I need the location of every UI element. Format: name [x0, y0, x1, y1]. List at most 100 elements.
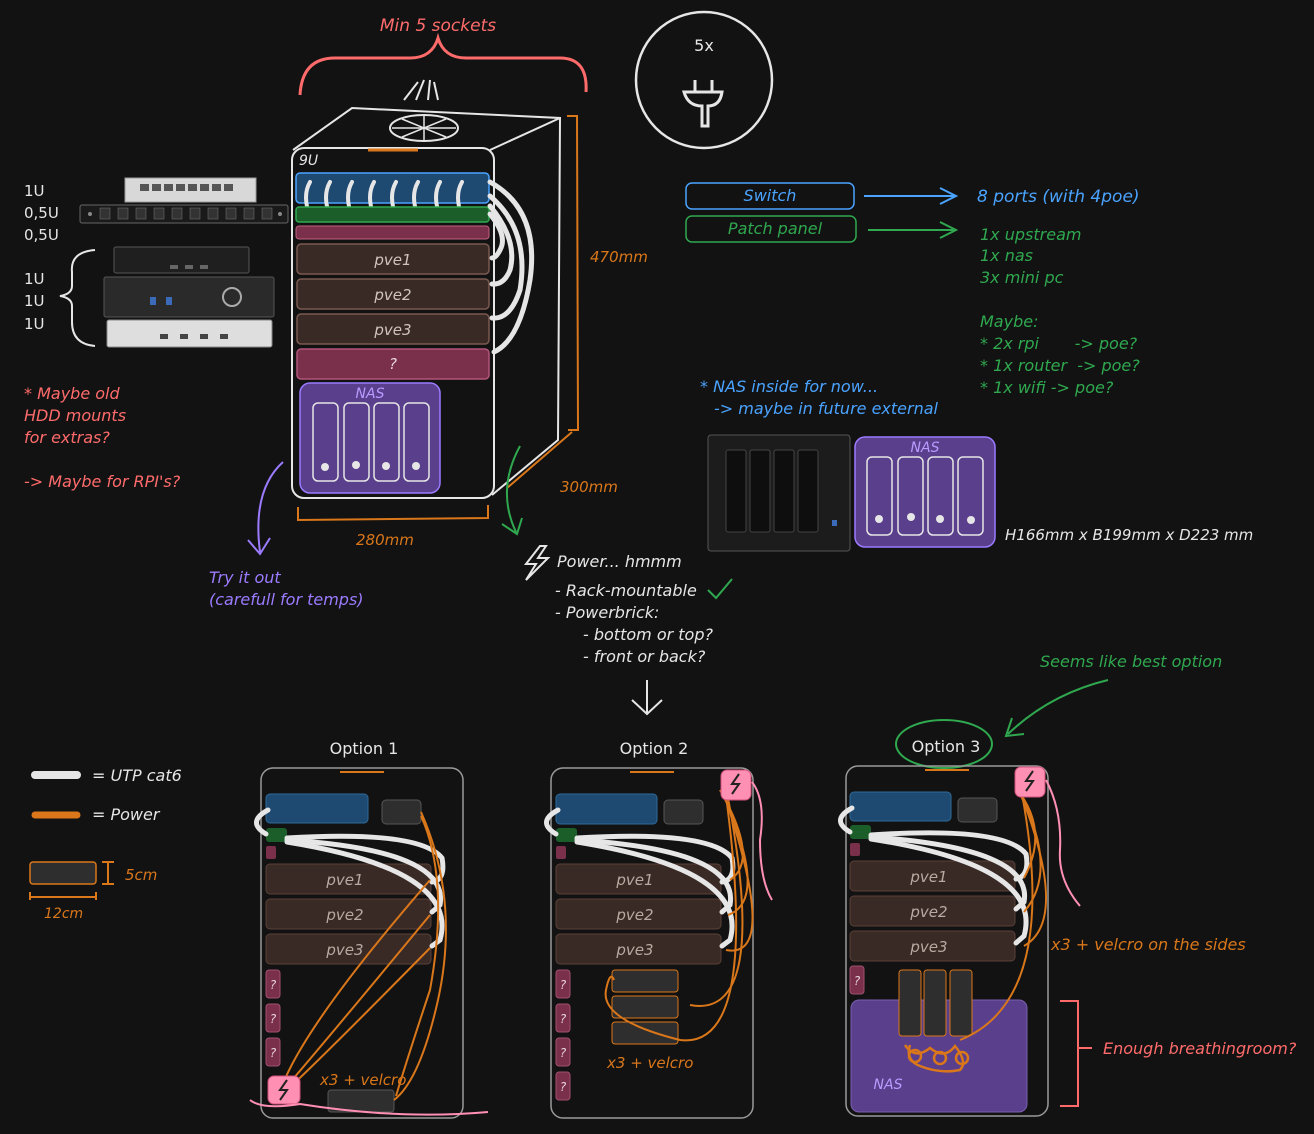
label-1u-pc2: 1U: [24, 292, 45, 310]
rack-unit-pve2: pve2: [296, 278, 490, 310]
legend-utp: = UTP cat6: [92, 766, 182, 785]
check-icon: [707, 578, 733, 600]
dim-width: 280mm: [356, 531, 414, 549]
rack-nas: NAS: [299, 382, 441, 494]
note-hdd-3: for extras?: [24, 428, 110, 447]
power-arrow: [501, 445, 523, 536]
svg-text:pve1: pve1: [615, 871, 653, 889]
legend-width: 12cm: [44, 906, 83, 922]
svg-text:x3 + velcro: x3 + velcro: [319, 1071, 406, 1089]
svg-text:pve2: pve2: [373, 286, 411, 304]
patch-minipc: 3x mini pc: [980, 268, 1064, 287]
note-rpi: -> Maybe for RPI's?: [24, 472, 181, 491]
nas-photo: [707, 434, 851, 552]
sockets-label: Min 5 sockets: [380, 16, 496, 36]
svg-text:NAS: NAS: [356, 386, 385, 402]
svg-text:5x: 5x: [694, 36, 714, 55]
label-half-u-2: 0,5U: [24, 226, 59, 244]
svg-text:pve2: pve2: [615, 906, 653, 924]
svg-text:?: ?: [270, 1012, 277, 1026]
sockets-brace: [298, 32, 588, 96]
patch-panel-photo: [79, 204, 289, 224]
svg-text:pve3: pve3: [909, 938, 947, 956]
svg-text:NAS: NAS: [874, 1077, 903, 1093]
power-bottom: - bottom or top?: [583, 625, 713, 644]
note-nas-inside-2: -> maybe in future external: [714, 399, 939, 418]
note-try-1: Try it out: [209, 568, 281, 587]
label-1u-pc1: 1U: [24, 270, 45, 288]
mini-pc-photo-1: [113, 246, 250, 274]
svg-text:pve1: pve1: [909, 868, 947, 886]
dim-depth-line: [506, 431, 573, 489]
svg-text:Option 1: Option 1: [330, 739, 399, 758]
plug-icon: 5x: [634, 10, 774, 150]
patch-maybe: Maybe:: [980, 312, 1038, 331]
svg-text:?: ?: [560, 1012, 567, 1026]
switch-photo: [124, 177, 257, 203]
svg-text:Option 3: Option 3: [912, 737, 981, 756]
svg-text:?: ?: [560, 1080, 567, 1094]
svg-text:NAS: NAS: [911, 440, 940, 456]
arrow-patch: [868, 221, 959, 239]
legend-patch-box: [685, 215, 857, 243]
dim-depth: 300mm: [560, 478, 618, 496]
best-option-note: Seems like best option: [1040, 652, 1222, 671]
power-rack: - Rack-mountable: [555, 581, 697, 600]
patch-wifi: * 1x wifi -> poe?: [980, 378, 1114, 397]
svg-text:?: ?: [270, 1046, 277, 1060]
label-half-u-1: 0,5U: [24, 204, 59, 222]
note-nas-inside-1: * NAS inside for now...: [700, 377, 878, 396]
best-arrow: [1004, 679, 1109, 738]
legend-switch: Switch: [744, 186, 797, 205]
svg-text:?: ?: [854, 974, 861, 988]
svg-text:pve3: pve3: [373, 321, 411, 339]
svg-text:Option 2: Option 2: [620, 739, 689, 758]
svg-text:?: ?: [560, 1046, 567, 1060]
svg-text:pve2: pve2: [325, 906, 363, 924]
nas-drawing: NAS: [854, 436, 996, 548]
switch-ports-text: 8 ports (with 4poe): [977, 187, 1140, 207]
legend-patch: Patch panel: [728, 219, 823, 238]
power-title: Power... hmmm: [557, 552, 682, 571]
mini-pc-photo-2: [103, 276, 275, 318]
svg-text:Enough breathingroom?: Enough breathingroom?: [1103, 1039, 1297, 1058]
legend-switch-box: [685, 182, 855, 210]
rack-size-label: 9U: [299, 153, 318, 169]
power-brick: - Powerbrick:: [555, 603, 659, 622]
rack-unit-unknown: ?: [296, 348, 490, 380]
note-hdd-2: HDD mounts: [24, 406, 126, 425]
option-1: Option 1 pve1 pve2 pve3 ? ? ?: [249, 739, 489, 1119]
legend-brick: [29, 861, 97, 885]
legend-power: = Power: [92, 805, 161, 824]
power-front: - front or back?: [583, 647, 706, 666]
legend-height: 5cm: [125, 866, 157, 884]
label-1u-pc3: 1U: [24, 315, 45, 333]
patch-nas: 1x nas: [980, 246, 1033, 265]
label-1u-switch: 1U: [24, 182, 45, 200]
rack-patch-panel: [295, 206, 490, 223]
pc-brace: [59, 249, 96, 347]
best-circle: [895, 719, 993, 769]
legend-width-dim: [29, 892, 97, 900]
rack-unit-pve3: pve3: [296, 313, 490, 345]
nas-dimensions: H166mm x B199mm x D223 mm: [1005, 526, 1253, 544]
dim-width-line: [297, 505, 489, 522]
try-arrow: [247, 461, 284, 556]
svg-text:pve1: pve1: [325, 871, 363, 889]
svg-text:pve2: pve2: [909, 903, 947, 921]
svg-text:x3 + velcro: x3 + velcro: [606, 1054, 693, 1072]
option-3: Seems like best option Option 3 pve1 pve…: [838, 652, 1297, 1117]
breathing-brace: [1060, 1000, 1092, 1107]
mini-pc-photo-3: [106, 319, 273, 348]
svg-text:?: ?: [389, 355, 397, 373]
patch-rpi: * 2x rpi -> poe?: [980, 334, 1138, 353]
svg-text:pve3: pve3: [325, 941, 363, 959]
svg-text:x3 + velcro on the sides: x3 + velcro on the sides: [1050, 935, 1246, 954]
note-hdd-1: * Maybe old: [24, 384, 120, 403]
svg-text:pve1: pve1: [373, 251, 411, 269]
dim-height: 470mm: [590, 248, 648, 266]
rack-side-cables: [487, 179, 535, 355]
option-2: Option 2 pve1 pve2 pve3 ? ? ? ?: [544, 739, 773, 1119]
svg-text:?: ?: [560, 978, 567, 992]
